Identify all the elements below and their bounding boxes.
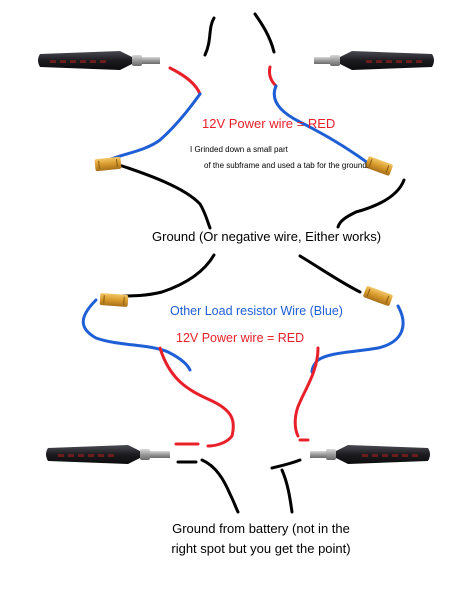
- turn-signal-bottom-left: [46, 445, 170, 464]
- load-resistor-top-right: [365, 156, 393, 176]
- load-resistor-top-left: [94, 156, 122, 172]
- power-wire-label-bottom: 12V Power wire = RED: [176, 331, 305, 345]
- ground-wires-middle: [120, 253, 362, 298]
- power-wire-label-top: 12V Power wire = RED: [202, 116, 336, 131]
- battery-ground-label: Ground from battery (not in the right sp…: [166, 519, 356, 559]
- battery-ground-line-2: right spot but you get the point): [171, 541, 351, 556]
- load-resistor-label: Other Load resistor Wire (Blue): [170, 304, 343, 318]
- turn-signal-top-left: [38, 51, 160, 70]
- ground-note-line-1: I Grinded down a small part: [190, 145, 288, 154]
- power-wires-top: [168, 65, 278, 96]
- power-wires-bottom: [158, 346, 320, 448]
- battery-ground-line-1: Ground from battery (not in the: [172, 521, 350, 536]
- load-wires-bottom: [81, 298, 405, 374]
- load-resistor-bottom-right: [363, 286, 393, 306]
- load-wires-top: [102, 84, 374, 168]
- turn-signal-top-right: [314, 51, 434, 70]
- ground-wires-battery: [176, 458, 302, 514]
- turn-signal-bottom-right: [310, 445, 430, 464]
- load-resistor-bottom-left: [99, 293, 129, 307]
- ground-note-line-2: of the subframe and used a tab for the g…: [204, 161, 369, 170]
- ground-wire-label: Ground (Or negative wire, Either works): [152, 229, 382, 244]
- ground-wires-top: [114, 12, 406, 230]
